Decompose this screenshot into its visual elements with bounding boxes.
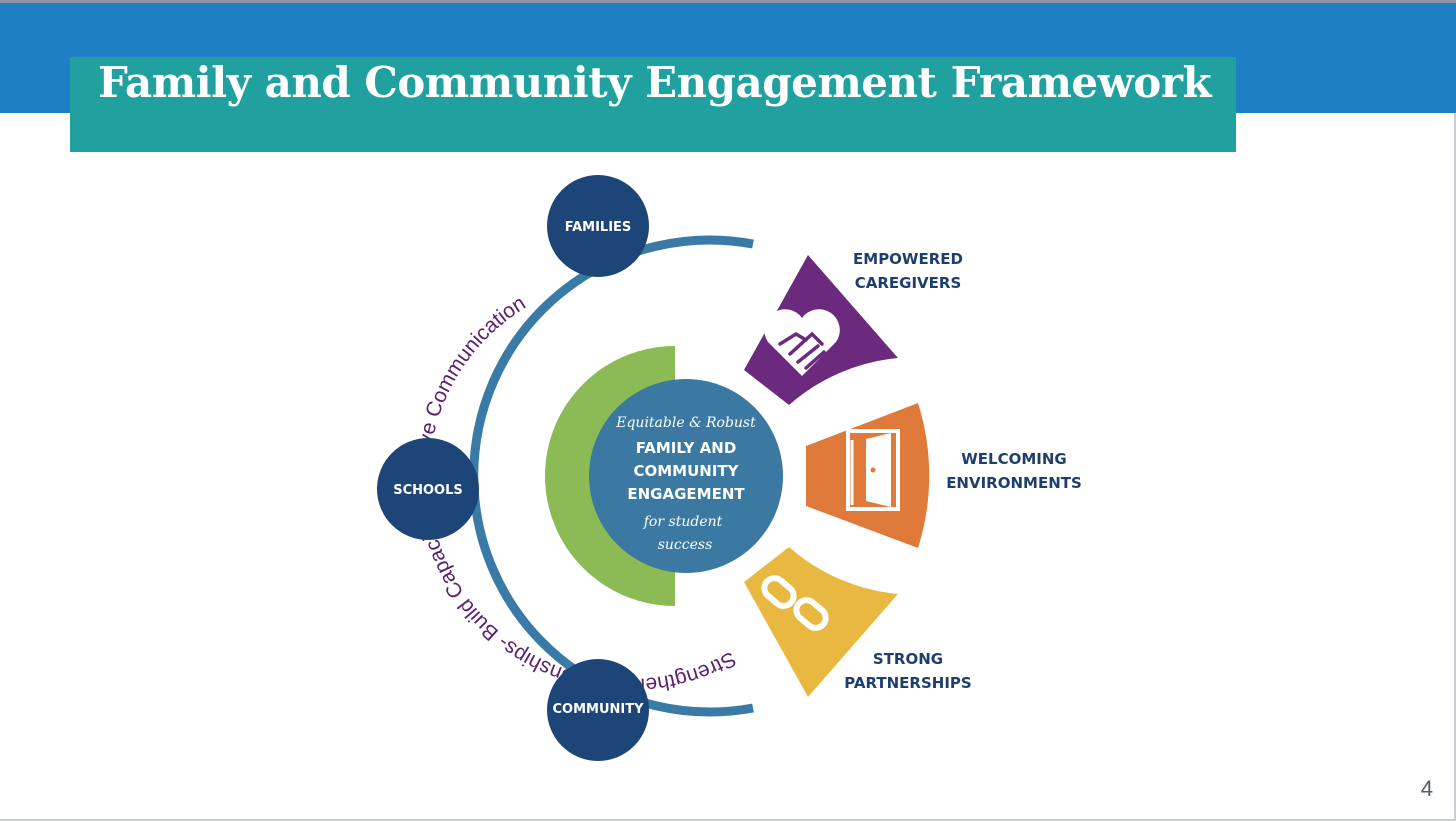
open-door-icon xyxy=(846,429,900,511)
node-schools-label: SCHOOLS xyxy=(393,483,463,498)
label-welcoming-2: ENVIRONMENTS xyxy=(946,474,1082,492)
core-line6: success xyxy=(658,537,713,553)
core-line3: COMMUNITY xyxy=(633,462,739,480)
node-community-label: COMMUNITY xyxy=(552,702,644,717)
label-welcoming-1: WELCOMING xyxy=(961,450,1066,468)
core-line2: FAMILY AND xyxy=(636,439,737,457)
segment-empowered xyxy=(744,255,898,405)
core-line4: ENGAGEMENT xyxy=(627,485,745,503)
label-strong-1: STRONG xyxy=(873,650,943,668)
node-families-label: FAMILIES xyxy=(565,220,632,235)
node-schools: SCHOOLS xyxy=(377,438,479,540)
window-frame xyxy=(0,0,1456,3)
chain-link-icon xyxy=(761,575,829,631)
slide-title: Family and Community Engagement Framewor… xyxy=(98,58,1212,107)
slide-border xyxy=(1454,113,1456,821)
segment-welcoming xyxy=(806,403,930,548)
label-strong-2: PARTNERSHIPS xyxy=(844,674,971,692)
core-line1: Equitable & Robust xyxy=(615,415,756,431)
label-empowered-1: EMPOWERED xyxy=(853,250,963,268)
heart-handshake-icon xyxy=(764,309,840,376)
core-line5: for student xyxy=(643,514,723,530)
page-number: 4 xyxy=(1420,776,1433,801)
segment-strong xyxy=(744,547,898,697)
label-empowered-2: CAREGIVERS xyxy=(855,274,962,292)
node-families: FAMILIES xyxy=(547,175,649,277)
core-circle xyxy=(589,379,783,573)
node-community: COMMUNITY xyxy=(547,659,649,761)
title-bar: Family and Community Engagement Framewor… xyxy=(70,57,1236,152)
slide-border-bottom xyxy=(0,819,1456,821)
